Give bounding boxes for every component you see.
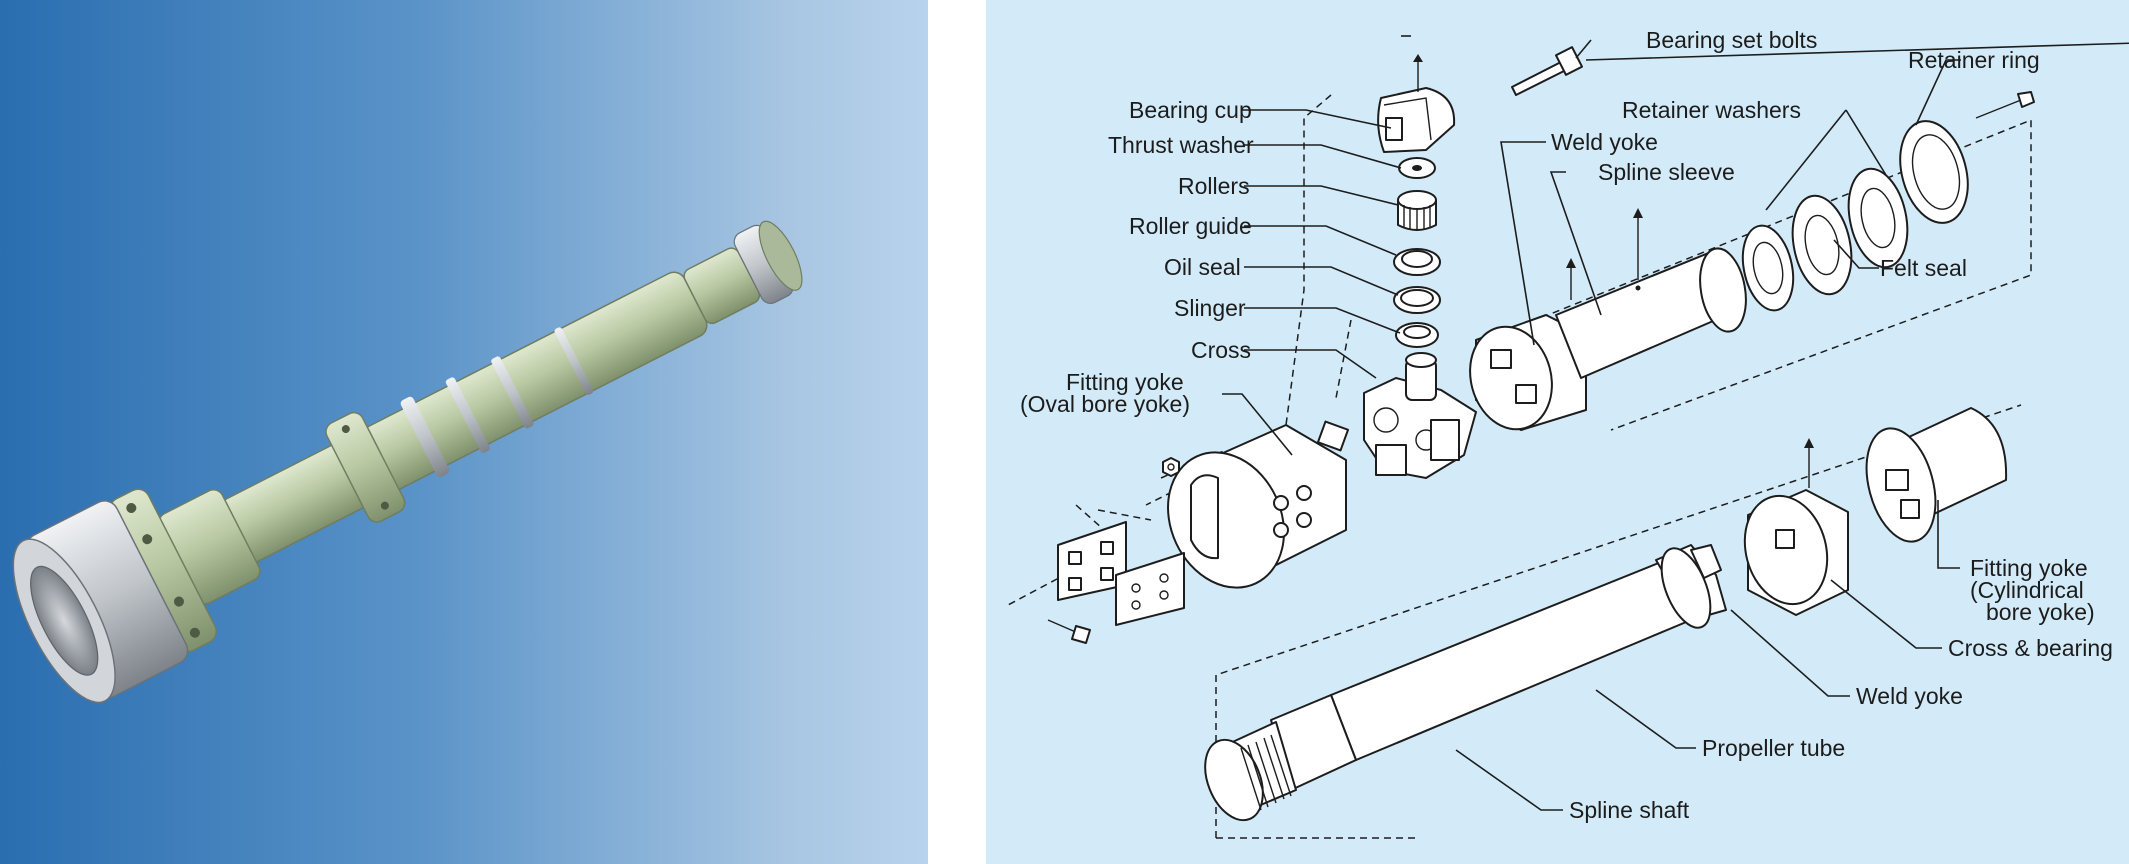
label-fitting-yoke-oval: Fitting yoke	[1066, 369, 1184, 395]
label-weld-yoke-bottom: Weld yoke	[1856, 683, 1963, 709]
oil-seal-part	[1393, 286, 1441, 314]
bearing-set-bolt-part	[1511, 46, 1584, 96]
label-slinger: Slinger	[1174, 295, 1246, 321]
label-bearing-set-bolts: Bearing set bolts	[1646, 27, 1817, 53]
rollers-part	[1397, 190, 1437, 231]
label-fitting-yoke-oval-sub: (Oval bore yoke)	[1020, 391, 1190, 417]
retainer-washer-1-part	[1741, 224, 1795, 312]
slinger-part	[1395, 322, 1439, 348]
label-roller-guide: Roller guide	[1129, 213, 1252, 239]
label-bearing-cup: Bearing cup	[1129, 97, 1252, 123]
retainer-ring-part	[1899, 91, 2035, 224]
label-retainer-ring: Retainer ring	[1908, 47, 2040, 73]
label-cross: Cross	[1191, 337, 1251, 363]
product-photo-panel	[0, 0, 928, 864]
label-retainer-washers: Retainer washers	[1622, 97, 1801, 123]
spline-shaft-part	[1204, 694, 1357, 822]
thrust-washer-part	[1398, 157, 1436, 179]
drive-shaft-photo-icon	[12, 220, 803, 704]
leader-lines	[1222, 35, 2129, 811]
label-fitting-yoke-cyl-sub2: bore yoke)	[1986, 599, 2095, 625]
fitting-yoke-cylindrical-part	[1865, 407, 2008, 543]
cross-and-bearing-part	[1743, 438, 1849, 616]
label-fitting-yoke-cyl-sub1: (Cylindrical	[1970, 577, 2084, 603]
label-cross-and-bearing: Cross & bearing	[1948, 635, 2113, 661]
key-plates-part	[1057, 521, 1185, 626]
label-propeller-tube: Propeller tube	[1702, 735, 1845, 761]
retainer-washer-2-part	[1847, 167, 1909, 269]
label-felt-seal: Felt seal	[1880, 255, 1967, 281]
small-bolt-part	[1047, 619, 1091, 644]
label-thrust-washer: Thrust washer	[1108, 132, 1254, 158]
label-spline-shaft: Spline shaft	[1569, 797, 1690, 823]
exploded-diagram-panel: Bearing set bolts Retainer ring Bearing …	[986, 0, 2129, 864]
label-spline-sleeve: Spline sleeve	[1598, 159, 1735, 185]
roller-guide-part	[1393, 248, 1441, 276]
weld-yoke-top-part	[1469, 258, 1587, 431]
bearing-cup-part	[1377, 54, 1456, 153]
label-weld-yoke-top: Weld yoke	[1551, 129, 1658, 155]
fitting-yoke-oval-part	[1167, 420, 1350, 589]
cross-part	[1363, 352, 1477, 479]
part-labels: Bearing set bolts Retainer ring Bearing …	[1020, 27, 2113, 823]
propeller-tube-part	[1330, 544, 1727, 761]
exploded-diagram: Bearing set bolts Retainer ring Bearing …	[1007, 27, 2129, 839]
drive-shaft-body	[12, 220, 803, 704]
spline-sleeve-part	[1555, 208, 1747, 379]
label-oil-seal: Oil seal	[1164, 254, 1241, 280]
felt-seal-part	[1791, 194, 1853, 296]
label-fitting-yoke-cyl: Fitting yoke	[1970, 555, 2088, 581]
label-rollers: Rollers	[1178, 173, 1250, 199]
